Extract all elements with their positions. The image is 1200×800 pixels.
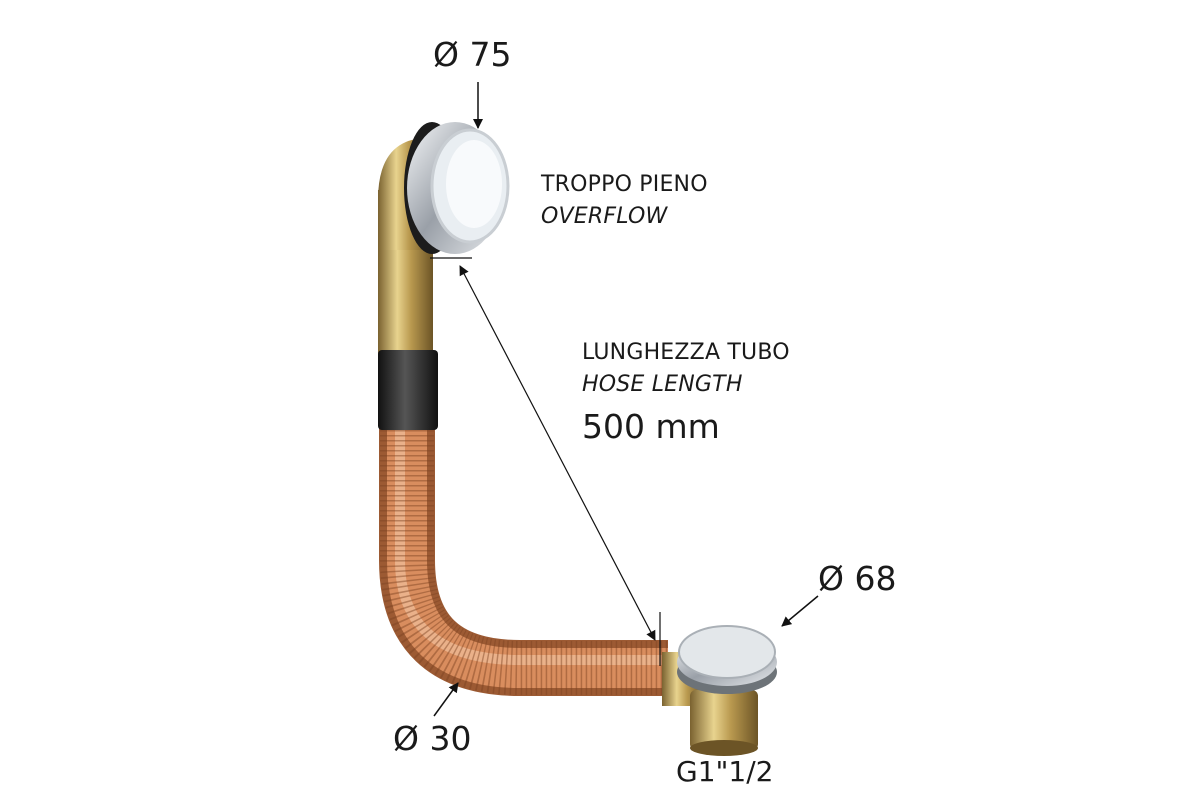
drain-diameter-label: Ø 68 [818,559,897,598]
drain-thread-label: G1"1/2 [676,755,774,788]
overflow-label-italian: TROPPO PIENO [541,172,708,197]
diameter-68-arrow [781,595,819,627]
rubber-sleeve [378,350,438,430]
overflow-label-english: OVERFLOW [541,204,668,229]
hose-length-arrow [459,265,656,641]
drain-head [662,625,777,756]
hose-length-label-italian: LUNGHEZZA TUBO [582,340,790,365]
overflow-diameter-label: Ø 75 [433,35,512,74]
corrugated-hose [379,425,668,696]
hose-length-value: 500 mm [582,407,720,446]
hose-diameter-label: Ø 30 [393,719,472,758]
diameter-30-arrow [433,682,459,717]
overflow-head [378,122,510,254]
hose-length-label-english: HOSE LENGTH [582,372,743,397]
